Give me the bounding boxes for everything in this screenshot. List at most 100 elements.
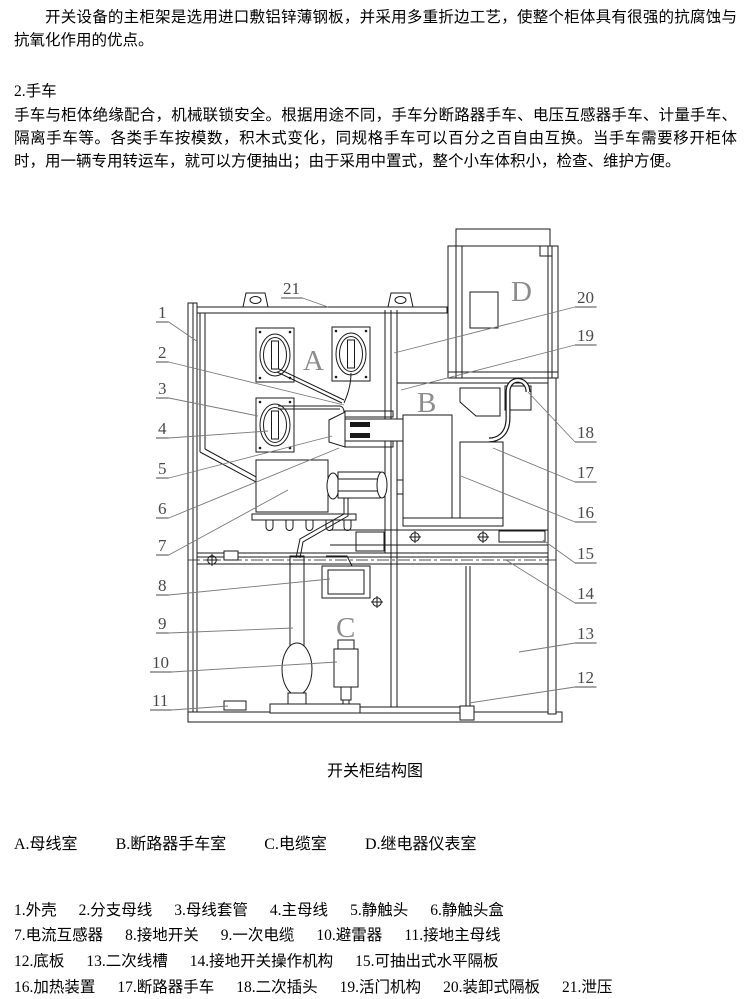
callout-leader-line [527,391,576,443]
callout-leader-line [168,361,345,406]
callout-leader-line [302,297,329,308]
part-item: 21.泄压 [561,978,613,996]
breaker-handcart [402,414,504,527]
parts-list: 1.外壳 2.分支母线 3.母线套管 4.主母线 5.静触头 6.静触头盒 7.电流互感器 8… [14,896,612,998]
part-item: 10.避雷器 [316,927,383,945]
part-item: 18.二次插头 [236,978,318,996]
earthing-switch [321,555,384,609]
compartment-letter: A [303,345,324,377]
part-item: 16.加热装置 [14,978,96,996]
lifting-lug [242,292,269,308]
parts-row: 7.电流互感器 8.接地开关 9.一次电缆 10.避雷器 11.接地主母线 [14,922,612,948]
screw-symbol [408,530,422,544]
part-item: 5.静触头 [350,901,409,919]
callout-leader-line [468,686,576,704]
callout-number: 1 [158,303,167,322]
callout-leader-line [171,661,338,673]
callout-number: 5 [158,459,167,478]
callout-leader-line [492,447,576,483]
part-item: 15.可抽出式水平隔板 [355,952,499,970]
callout-leader-line [168,578,331,596]
callout-leader-line [505,559,576,604]
callout-number: 3 [158,379,167,398]
callout-number: 2 [158,343,167,362]
callout-leader-line [542,539,576,564]
callout-number: 4 [158,419,167,438]
lightning-arrester [333,639,359,711]
part-item: 12.底板 [14,952,65,970]
part-item: 20.装卸式隔板 [443,978,540,996]
secondary-plug-cable [488,377,531,443]
callout-leader-line [518,642,576,653]
section-heading-handcart: 2.手车 [14,83,57,100]
callout-leader-line [400,344,576,391]
callout-leader-line [168,447,340,519]
paragraph-cabinet-frame: 开关设备的主柜架是选用进口敷铝锌薄钢板，并采用多重折边工艺，使整个柜体具有很强的… [14,9,737,49]
part-item: 8.接地开关 [125,927,199,945]
static-contact [328,411,346,448]
callout-leader-line [168,435,333,479]
callout-leader-line [393,306,576,354]
part-item: 4.主母线 [269,901,329,919]
part-item: 11.接地主母线 [404,927,501,945]
part-item: 2.分支母线 [78,901,153,919]
callout-leader-line [168,430,269,439]
callout-number: 11 [152,691,168,710]
partition-wall [384,310,398,712]
part-item: 14.接地开关操作机构 [189,952,334,970]
callout-number: 8 [158,576,167,595]
callout-number: 15 [577,544,594,563]
callout-number: 10 [152,653,169,672]
callout-number: 7 [158,536,167,555]
callout-leader-line [460,475,576,523]
callout-number: 21 [283,279,300,298]
screw-symbol [476,530,490,544]
legend-item: C.电缆室 [264,836,327,853]
bushing-insulator [331,326,371,382]
compartment-letter: D [511,276,532,308]
callout-number: 14 [577,584,595,603]
legend-item: B.断路器手车室 [115,836,227,853]
part-item: 17.断路器手车 [117,978,215,996]
paragraph-handcart: 手车与柜体绝缘配合，机械联锁安全。根据用途不同，手车分断路器手车、电压互感器手车… [14,107,737,170]
compartment-letter: B [417,387,436,419]
compartment-letter: C [336,612,355,644]
callout-number: 13 [577,624,594,643]
part-item: 9.一次电缆 [220,927,295,945]
parts-row: 1.外壳 2.分支母线 3.母线套管 4.主母线 5.静触头 6.静触头盒 [14,896,612,922]
lifting-lug [387,292,414,308]
part-item: 3.母线套管 [174,901,248,919]
busbar-conductors [276,368,352,413]
figure-caption: 开关柜结构图 [326,763,423,780]
callout-number: 17 [577,463,595,482]
callout-leader-line [168,489,289,556]
part-item: 19.活门机构 [339,978,422,996]
callout-number: 6 [158,499,167,518]
legend-item: A.母线室 [14,836,78,853]
callout-leader-line [168,321,199,343]
callout-number: 16 [577,503,594,522]
callout-leader-line [168,627,294,634]
callout-number: 9 [158,614,167,633]
part-item: 6.静触头盒 [430,901,504,919]
main-divider [188,550,556,567]
callout-number: 19 [577,326,594,345]
part-item: 13.二次线槽 [86,952,168,970]
callout-leader-line [171,705,229,711]
part-item: 7.电流互感器 [14,927,104,945]
callout-leader-line [168,397,259,417]
screw-symbol [370,595,384,609]
earthing-main-busbar [223,700,247,711]
current-transformer [255,459,329,513]
part-item: 1.外壳 [14,901,57,919]
callout-number: 18 [577,423,594,442]
drive-spring [498,530,546,543]
compartment-letters: A B C D [303,276,532,644]
parts-row: 16.加热装置 17.断路器手车 18.二次插头 19.活门机构 20.装卸式隔板 21.… [14,973,612,999]
compartment-d-box [447,228,559,379]
horizontal-partition-rail [330,529,548,552]
parts-row: 12.底板 13.二次线槽 14.接地开关操作机构 15.可抽出式水平隔板 [14,947,612,973]
